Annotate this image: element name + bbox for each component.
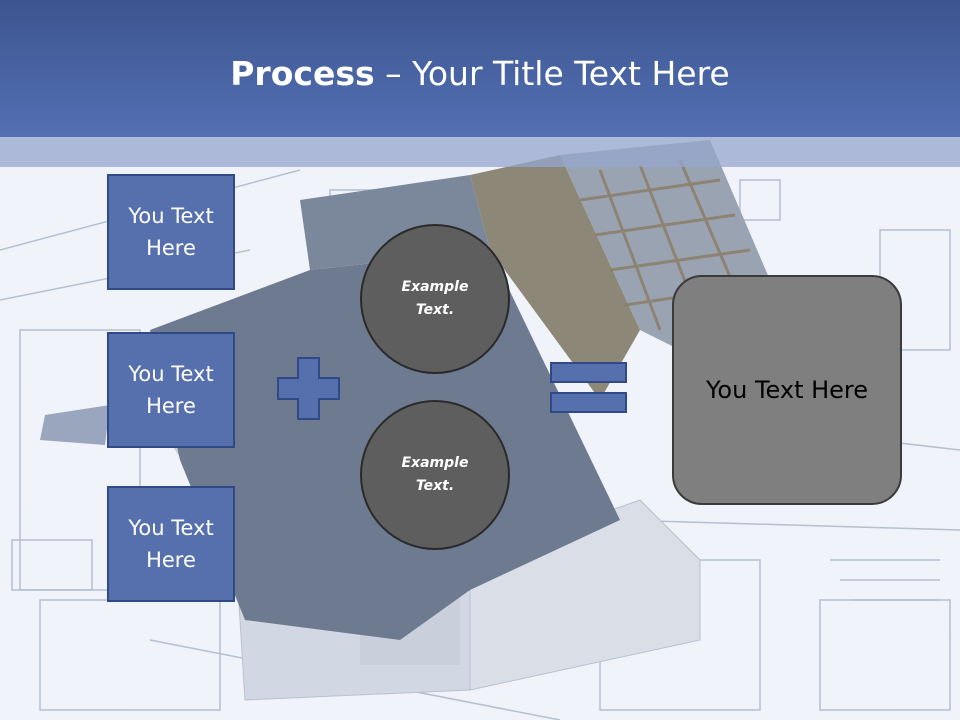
left-box-2[interactable]: You Text Here — [107, 332, 235, 448]
circle-label: Example Text. — [401, 455, 469, 494]
left-box-label: You Text Here — [128, 362, 214, 418]
circle-label: Example Text. — [401, 279, 469, 318]
result-box[interactable]: You Text Here — [672, 275, 902, 505]
circle-1[interactable]: Example Text. — [360, 224, 510, 374]
slide-title: Process – Your Title Text Here — [0, 52, 960, 96]
left-box-label: You Text Here — [128, 516, 214, 572]
left-box-1[interactable]: You Text Here — [107, 174, 235, 290]
equals-bar-top — [550, 362, 627, 383]
title-rest: – Your Title Text Here — [374, 54, 730, 93]
result-label: You Text Here — [705, 376, 869, 404]
equals-bar-bottom — [550, 392, 627, 413]
circle-2[interactable]: Example Text. — [360, 400, 510, 550]
plus-icon — [277, 357, 340, 420]
left-box-3[interactable]: You Text Here — [107, 486, 235, 602]
header-bar — [0, 0, 960, 137]
left-box-label: You Text Here — [128, 204, 214, 260]
header-band — [0, 137, 960, 167]
title-bold: Process — [230, 54, 375, 93]
